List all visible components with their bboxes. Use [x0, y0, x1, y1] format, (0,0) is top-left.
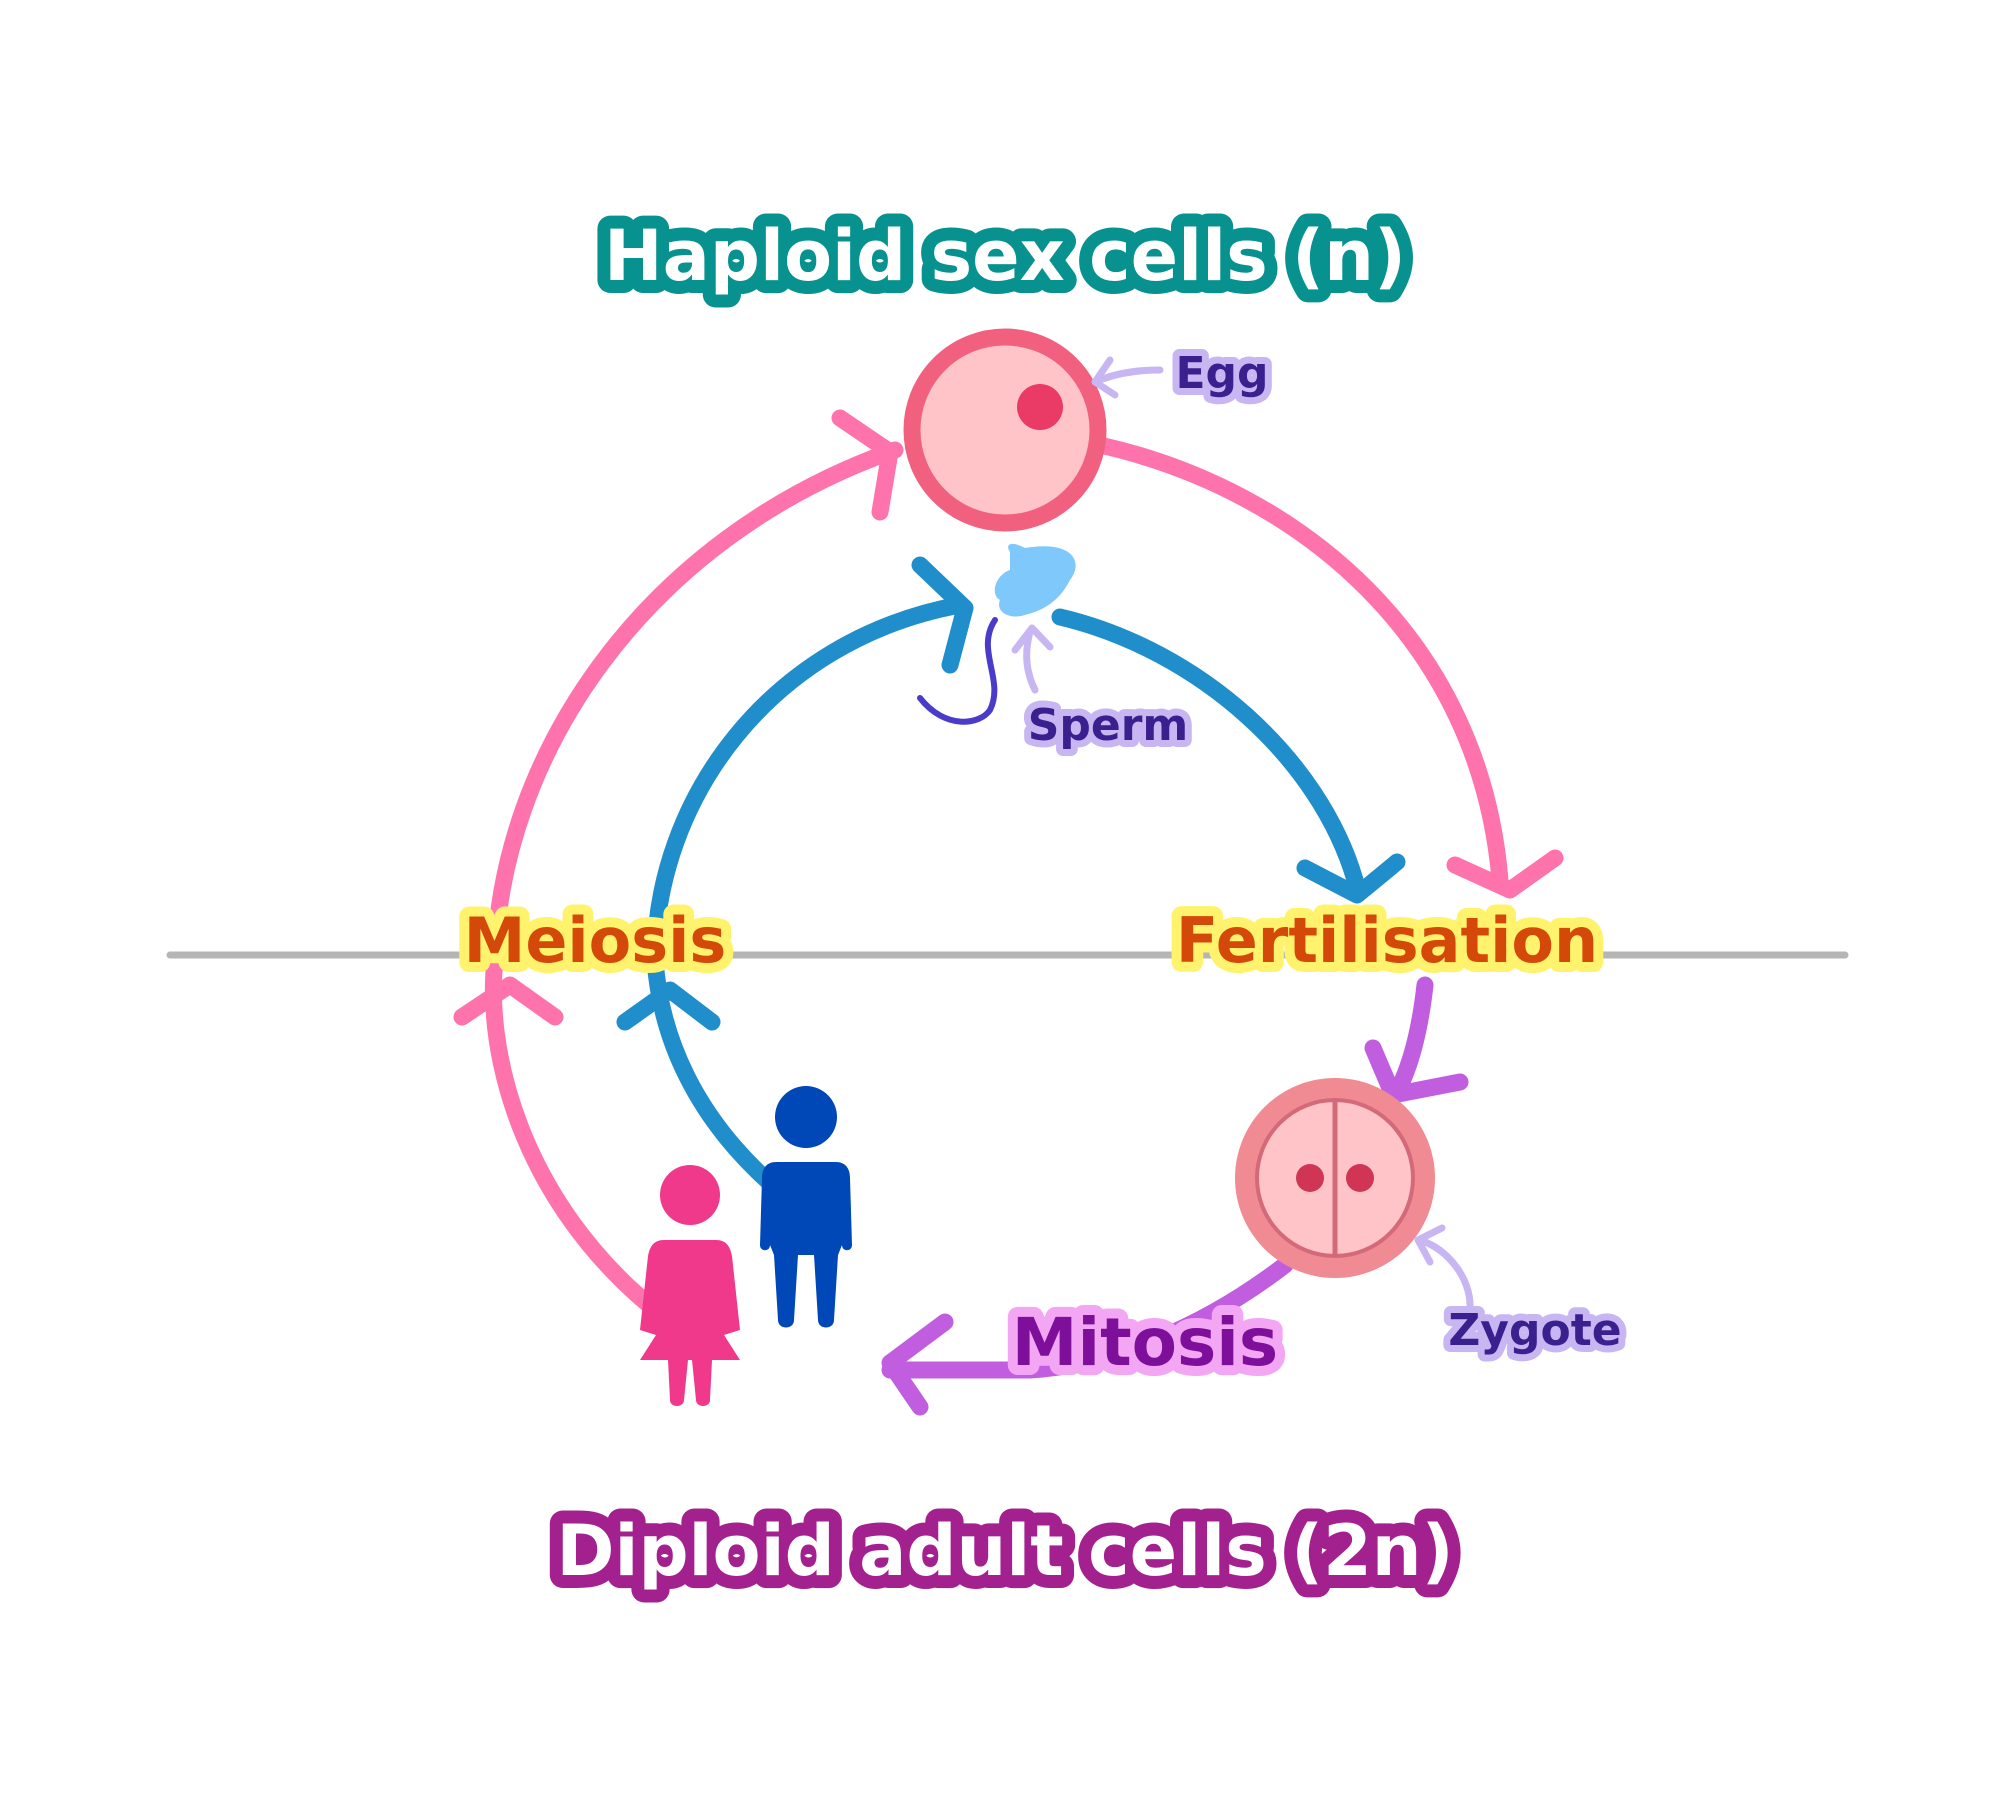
pink-arc-right — [1091, 436, 1509, 889]
pink-arc-left — [484, 441, 904, 1319]
egg-pointer-arrow — [1096, 366, 1164, 384]
blue-arc-right — [1051, 608, 1364, 889]
sperm-tail — [917, 617, 998, 725]
male-person-icon — [760, 1086, 852, 1328]
sperm-pointer-head — [1011, 624, 1054, 654]
blue-cycle-arrows — [616, 556, 1406, 1209]
zygote-cell-icon — [1235, 1078, 1435, 1278]
fertilisation-label: Fertilisation — [1176, 904, 1598, 977]
blue-chevron-right — [1296, 853, 1406, 904]
sperm-pointer-arrow — [1023, 628, 1039, 694]
zygote-label: Zygote — [1448, 1305, 1621, 1356]
mitosis-label: Mitosis — [1012, 1304, 1278, 1381]
female-person-icon — [640, 1165, 740, 1406]
meiosis-label: Meiosis — [464, 904, 727, 977]
egg-nucleus — [1017, 384, 1063, 430]
zygote-nucleus-left — [1296, 1164, 1324, 1192]
zygote-nucleus-right — [1346, 1164, 1374, 1192]
pink-chevron-right — [1446, 849, 1564, 899]
pink-chevron-top-left — [831, 409, 899, 521]
egg-pointer-head — [1091, 356, 1119, 399]
sperm-label: Sperm — [1028, 700, 1189, 751]
zygote-pointer-head — [1414, 1224, 1446, 1266]
egg-label: Egg — [1175, 348, 1268, 399]
sperm-cell-icon — [917, 543, 1076, 725]
fertilisation-to-zygote-arc — [1386, 976, 1434, 1104]
diploid-title: Diploid adult cells (2n) — [556, 1510, 1453, 1592]
purple-arrows — [881, 976, 1469, 1416]
pink-chevron-left-bottom — [453, 976, 564, 1026]
blue-chevron-left-bottom — [616, 981, 721, 1031]
fertilisation-chevron — [1364, 1039, 1469, 1104]
blue-arc-left — [646, 596, 969, 1209]
egg-cell-icon — [903, 328, 1107, 532]
mitosis-chevron — [881, 1313, 954, 1416]
zygote-to-adults-arc — [881, 1256, 1294, 1379]
haploid-title: Haploid sex cells (n) — [604, 215, 1406, 297]
zygote-pointer-arrow — [1416, 1236, 1474, 1309]
blue-chevron-top — [911, 556, 974, 674]
pink-cycle-arrows — [453, 409, 1564, 1319]
